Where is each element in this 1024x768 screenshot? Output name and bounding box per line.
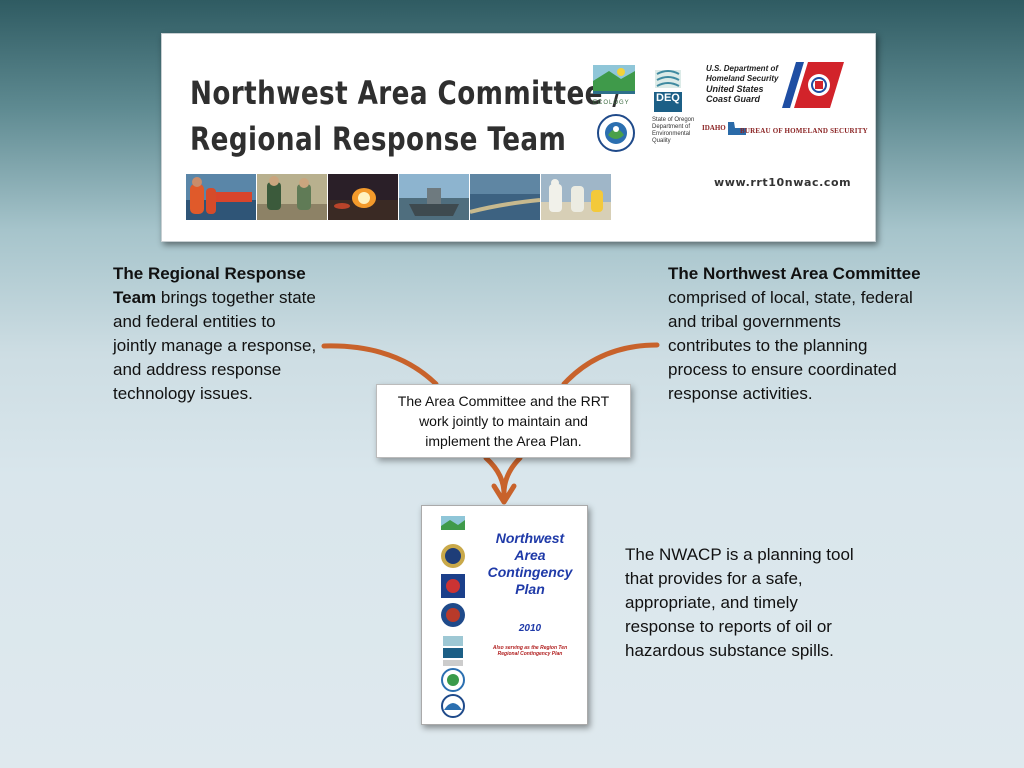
cover-year: 2010 [518,623,542,634]
banner-title: Northwest Area Committee / Regional Resp… [190,70,622,162]
nwac-description-bold: The Northwest Area Committee [668,264,921,283]
cover-agency-logos [441,516,465,718]
oregon-deq-logo [654,70,682,112]
deq-caption-line-4: Quality [652,138,671,144]
cover-subtitle-line-1: Also serving as the Region Ten [492,645,568,651]
responders-boat-photo [186,174,256,220]
banner-title-line-1: Northwest Area Committee / [190,74,623,112]
cover-epa-icon [441,668,465,692]
cover-ecology-icon [441,516,465,530]
header-banner: Northwest Area Committee / Regional Resp… [161,33,876,242]
nwacp-description-text: The NWACP is a planning tool that provid… [625,545,854,660]
website-url: www.rrt10nwac.com [714,176,852,189]
deq-label: DEQ [656,92,680,104]
cover-noaa-icon [441,694,465,718]
callout-text: The Area Committee and the RRT work join… [397,393,610,449]
down-arrow-head [491,483,517,505]
deq-caption-line-1: State of Oregon [652,117,695,123]
cover-title-line-2: Area [514,547,546,563]
cover-seal-icon-1 [441,544,465,568]
rrt-description-bold: The Regional Response Team [113,264,306,307]
deq-caption-line-2: Department of [652,124,691,130]
boom-on-water-photo [470,174,540,220]
left-connector-arrow [321,343,439,387]
ecology-label: ECOLOGY [593,100,630,106]
epa-seal-icon [597,114,635,152]
nwac-description-rest: comprised of local, state, federal and t… [668,288,913,403]
joint-work-callout: The Area Committee and the RRT work join… [376,384,631,458]
cover-deq-icon [443,636,463,666]
rrt-description: The Regional Response Team brings togeth… [113,262,323,406]
cover-seal-icon-3 [441,603,465,627]
idaho-label: IDAHO [702,124,726,132]
banner-title-line-2: Regional Response Team [190,120,567,158]
cover-title-line-3: Contingency [487,564,573,580]
idaho-bureau-label: BUREAU OF HOMELAND SECURITY [740,127,868,135]
uscg-line-1: U.S. Department of [706,64,779,73]
cover-title-line-1: Northwest [495,530,565,546]
cover-title: Northwest Area Contingency Plan [478,530,582,598]
rrt-description-rest: brings together state and federal entiti… [113,288,317,403]
fire-burn-photo [328,174,398,220]
coast-guard-stripe-logo [782,62,844,108]
cover-subtitle-line-2: Regional Contingency Plan [497,651,563,657]
contingency-plan-cover: Northwest Area Contingency Plan 2010 Als… [421,505,588,725]
down-arrow-shaft-2 [501,455,523,499]
hazmat-cleanup-photo [541,174,611,220]
cover-subtitle: Also serving as the Region Ten Regional … [478,645,582,657]
wa-ecology-logo [593,65,635,94]
cover-seal-icon-2 [441,574,465,598]
cover-title-line-4: Plan [515,581,545,597]
uscg-line-2: Homeland Security [706,74,779,83]
photo-strip [186,174,611,220]
nwac-description: The Northwest Area Committee comprised o… [668,262,924,406]
idaho-map-icon [728,122,746,135]
deq-caption-line-3: Environmental [652,131,691,137]
uscg-line-4: Coast Guard [706,94,761,104]
uscg-line-3: United States [706,84,764,94]
beach-workers-photo [257,174,327,220]
right-connector-arrow [561,342,660,387]
uscg-text-block: U.S. Department of Homeland Security Uni… [706,64,778,104]
nwacp-description: The NWACP is a planning tool that provid… [625,543,855,663]
vessel-deck-photo [399,174,469,220]
deq-caption: State of Oregon Department of Environmen… [652,117,694,145]
